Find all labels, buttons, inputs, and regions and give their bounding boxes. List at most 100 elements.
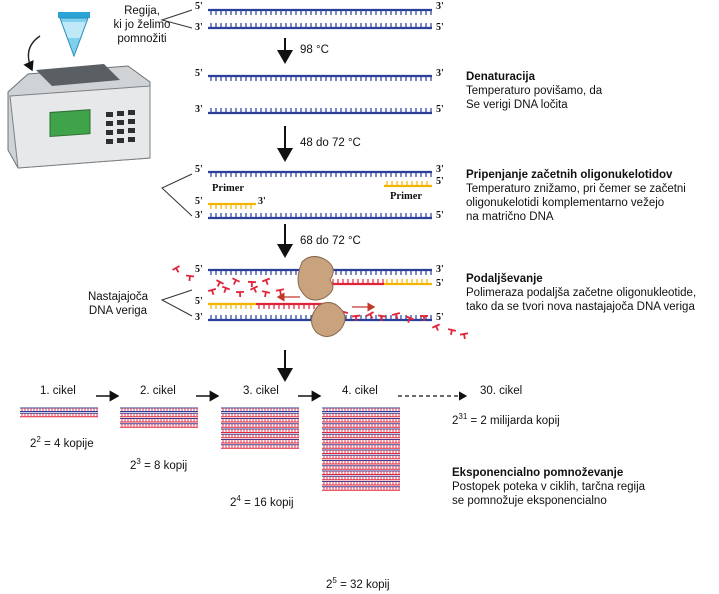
extend-bottom-5prime: 5' [436, 312, 444, 323]
free-nucleotide [275, 288, 285, 296]
free-nucleotide [366, 311, 374, 319]
dna-copy [221, 407, 299, 412]
denatured-strand-bottom [208, 108, 432, 115]
primer-right [384, 181, 432, 188]
dna-copy [221, 439, 299, 444]
free-nucleotide [249, 285, 259, 293]
free-nucleotide [459, 332, 469, 340]
free-nucleotide [431, 323, 441, 331]
anneal-primer-3prime-left: 3' [258, 196, 266, 207]
region-bracket [160, 9, 193, 29]
denatured-strand-top [208, 74, 432, 81]
dna-copy [322, 486, 400, 491]
region-label: Regija, ki jo želimo pomnožiti [113, 5, 171, 45]
dna-copy [20, 407, 98, 412]
denature-bottom-5prime: 5' [436, 104, 444, 115]
cycle-30-label: 30. cikel [480, 385, 523, 397]
dna-copy [322, 433, 400, 439]
anneal-top-5prime: 5' [195, 164, 203, 175]
dna-strands [172, 8, 469, 340]
step-line: na matrično DNA [466, 211, 554, 223]
step-line: Temperaturo povišamo, da [466, 85, 603, 97]
step-line: Polimeraza podaljša začetne oligonukleot… [466, 287, 697, 299]
primer-label-left: Primer [212, 183, 245, 194]
step-line: oligonukelotidi komplementarno vežejo [466, 197, 665, 209]
dna-copy [322, 412, 400, 418]
free-nucleotide [405, 315, 415, 323]
bottom-strand-5prime: 5' [436, 22, 444, 33]
tube-to-device-arrow [23, 35, 41, 72]
free-nucleotide [235, 290, 245, 298]
step-title: Podaljševanje [466, 273, 543, 285]
dna-copy [322, 481, 400, 486]
free-nucleotide [172, 265, 180, 273]
cycle-copies [20, 407, 400, 491]
top-strand-3prime: 3' [436, 1, 444, 12]
dna-copy [322, 407, 400, 412]
bottom-strand-3prime: 3' [195, 22, 203, 33]
step-line: Temperaturo znižamo, pri čemer se začetn… [466, 183, 686, 195]
free-nucleotide [247, 280, 257, 288]
temp-anneal: 48 do 72 °C [300, 137, 361, 149]
primer-right-extended [384, 279, 432, 286]
primer-left-extended [208, 302, 256, 309]
free-nucleotide [447, 328, 457, 336]
nascent-bracket [160, 289, 193, 317]
denature-top-5prime: 5' [195, 68, 203, 79]
cycle-1-count: 22 = 4 kopije [30, 435, 94, 450]
extend-top-5prime: 5' [195, 264, 203, 275]
extend-top-3prime: 3' [436, 264, 444, 275]
dna-copy [120, 407, 198, 412]
dna-copy [221, 423, 299, 428]
primer-bracket [161, 173, 193, 217]
dna-copy [120, 418, 198, 423]
sample-tube-icon [58, 12, 90, 58]
thermocycler-icon [7, 64, 151, 169]
dna-copy [322, 444, 400, 449]
free-nucleotide [261, 277, 271, 286]
free-nucleotide [216, 279, 224, 287]
free-nucleotide [351, 314, 361, 322]
extend-nascent-5prime-left: 5' [195, 296, 203, 307]
dna-copy [221, 444, 299, 449]
dna-copy [322, 439, 400, 444]
step-annealing: Pripenjanje začetnih oligonukelotidov Te… [466, 168, 686, 224]
free-nucleotide [261, 290, 271, 298]
cycle-2-label: 2. cikel [140, 385, 176, 397]
anneal-top-3prime: 3' [436, 164, 444, 175]
anneal-primer-5prime-left: 5' [195, 196, 203, 207]
free-nucleotide [232, 277, 240, 285]
step-line: tako da se tvori nova nastajajoča DNA ve… [466, 301, 695, 313]
dna-copy [322, 470, 400, 475]
exponential-line: se pomnožuje eksponencialno [452, 495, 607, 507]
dna-copy [221, 433, 299, 439]
dna-copy [322, 460, 400, 465]
cycle-4-label: 4. cikel [342, 385, 378, 397]
exponential-note: Eksponencialno pomnoževanje Postopek pot… [452, 466, 645, 508]
dna-copy [120, 412, 198, 418]
annealing-strand-top [208, 170, 432, 177]
extend-nascent-5prime: 5' [436, 278, 444, 289]
dna-copy [322, 428, 400, 433]
anneal-bottom-5prime: 5' [436, 210, 444, 221]
step-line: Se verigi DNA ločita [466, 99, 568, 111]
step-title: Denaturacija [466, 71, 536, 83]
dna-copy [322, 475, 400, 481]
dna-copy [20, 412, 98, 418]
exponential-line: Postopek poteka v ciklih, tarčna regija [452, 481, 646, 493]
anneal-primer-5prime: 5' [436, 176, 444, 187]
dna-copy [221, 418, 299, 423]
dna-copy [120, 423, 198, 428]
step-denaturation: Denaturacija Temperaturo povišamo, da Se… [466, 70, 602, 112]
dna-copy [322, 449, 400, 454]
primer-label-right: Primer [390, 191, 423, 202]
free-nucleotide [377, 314, 387, 322]
annealing-strand-bottom [208, 213, 432, 220]
denature-bottom-3prime: 3' [195, 104, 203, 115]
free-nucleotide [207, 288, 217, 296]
free-nucleotide [391, 312, 401, 320]
free-nucleotide [221, 285, 231, 293]
temp-extend: 68 do 72 °C [300, 235, 361, 247]
